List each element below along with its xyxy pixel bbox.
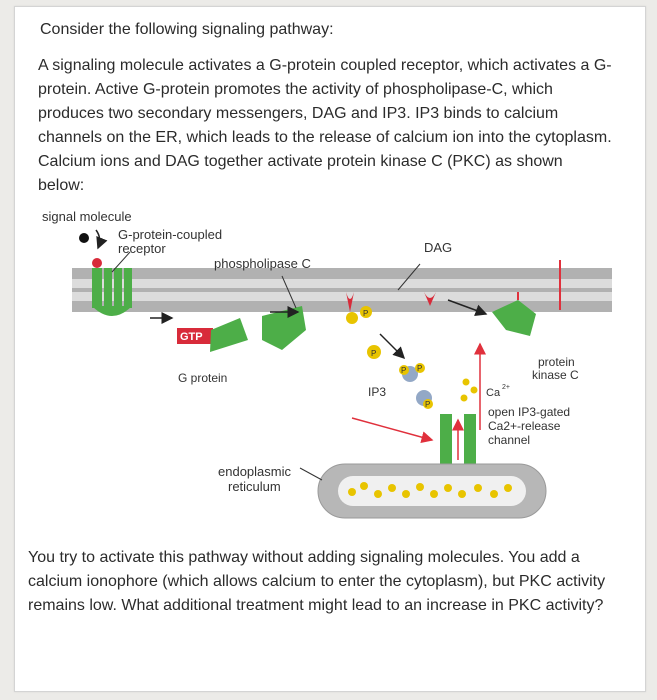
question-text: You try to activate this pathway without… xyxy=(28,549,606,614)
intro-text: Consider the following signaling pathway… xyxy=(40,21,334,38)
question-card xyxy=(14,6,646,692)
pathway-description: A signaling molecule activates a G-prote… xyxy=(38,57,612,194)
